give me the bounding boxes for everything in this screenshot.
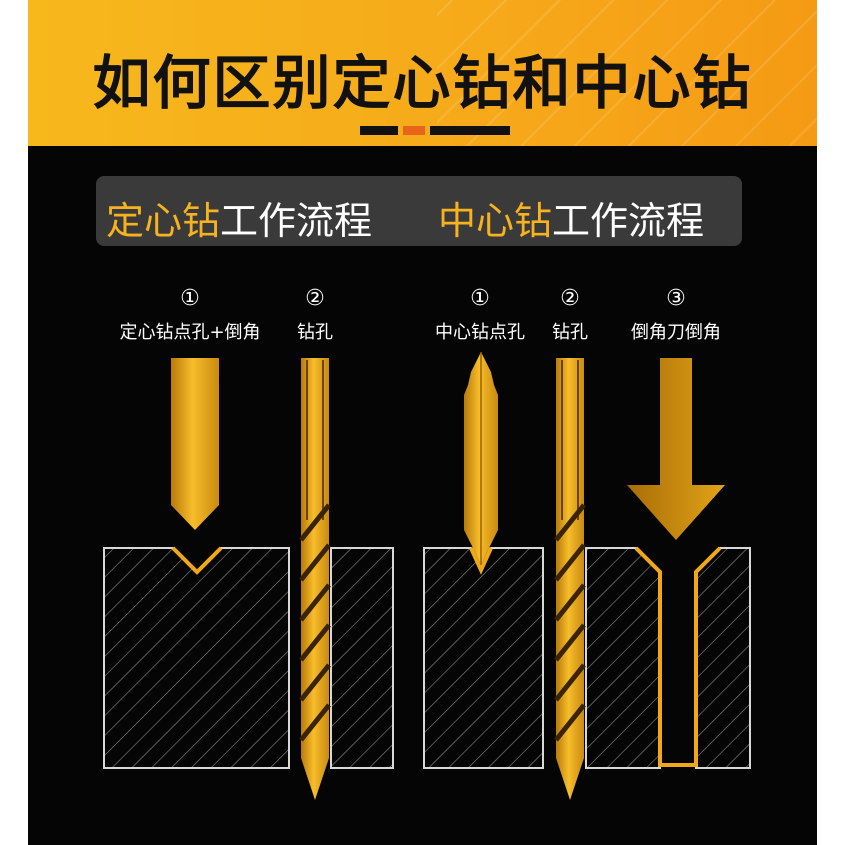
step-b1-number: ① (470, 286, 490, 311)
twist-drill-icon-a (299, 358, 331, 800)
title-underline-right (430, 126, 510, 135)
step-b3-number: ③ (666, 286, 686, 311)
subtitle-right: 中心钻工作流程 (438, 190, 704, 245)
subtitle-left: 定心钻工作流程 (106, 190, 372, 245)
title-underline-left (360, 126, 398, 135)
spot-drill-icon (171, 358, 219, 530)
workpiece-a2 (330, 547, 394, 769)
subtitle-left-rest: 工作流程 (220, 199, 373, 243)
subtitle-left-highlight: 定心钻 (106, 199, 221, 243)
workflow-diagram (103, 352, 751, 800)
page-title: 如何区别定心钻和中心钻 (92, 49, 753, 117)
subtitle-right-highlight: 中心钻 (438, 199, 553, 243)
banner-stripes (437, 0, 817, 146)
infographic-frame: 如何区别定心钻和中心钻 定心钻工作流程 中心钻工作流程 ① 定心钻点孔+倒角 ②… (28, 0, 817, 845)
step-a1-label: 定心钻点孔+倒角 (119, 322, 261, 343)
title-banner: 如何区别定心钻和中心钻 (28, 0, 817, 146)
step-b2-label: 钻孔 (552, 322, 588, 343)
title-underline-accent (403, 126, 425, 135)
workpiece-b1 (423, 547, 544, 769)
step-b3-label: 倒角刀倒角 (631, 322, 721, 343)
step-a1-number: ① (180, 286, 200, 311)
chamfer-tool-arrow-icon (627, 358, 725, 540)
workpiece-b3 (585, 546, 751, 769)
workpiece-a1 (103, 546, 290, 769)
step-a2-number: ② (305, 286, 325, 311)
step-b1-label: 中心钻点孔 (435, 322, 525, 343)
twist-drill-icon-b (554, 358, 586, 800)
subtitle-right-rest: 工作流程 (552, 199, 705, 243)
subtitle-panel (96, 176, 742, 246)
step-a2-label: 钻孔 (297, 322, 333, 343)
center-drill-icon (464, 352, 498, 565)
step-b2-number: ② (560, 286, 580, 311)
